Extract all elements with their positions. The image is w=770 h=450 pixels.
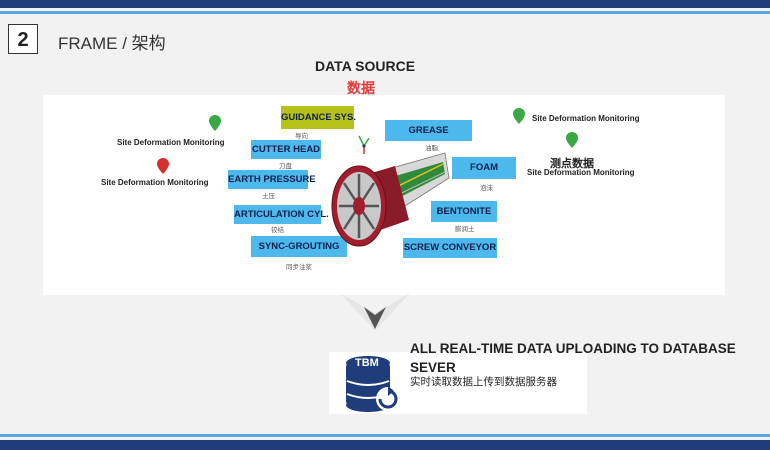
cutter-head-label: CUTTER HEAD [251,144,321,155]
grease-label: GREASE [408,125,449,136]
monitoring-label-left-bottom: Site Deformation Monitoring [101,178,209,187]
grease-box: GREASE [385,120,472,141]
data-source-subtitle: 数据 [347,80,375,96]
foam-sub: 泡沫 [480,185,493,192]
earth-pressure-label: EARTH PRESSURE [228,174,316,185]
guidance-box: GUIDANCE SYS. [281,106,356,129]
screw-conveyor-label: SCREW CONVEYOR [403,242,497,253]
green-pin-icon [209,115,221,131]
earth-pressure-sub: 土压 [262,193,275,200]
monitoring-label-left-top: Site Deformation Monitoring [117,138,225,147]
foam-box: FOAM [452,157,516,179]
section-number: 2 [8,24,38,54]
guidance-label: GUIDANCE SYS. [281,112,356,123]
upload-subtitle: 实时读取数据上传到数据服务器 [410,376,557,388]
data-source-title: DATA SOURCE [315,58,416,74]
monitoring-cn-label: 测点数据 [550,158,594,170]
articulation-box: ARTICULATION CYL. [234,205,329,224]
database-icon-label: TBM [355,357,379,369]
sync-grouting-label: SYNC-GROUTING [258,241,340,252]
articulation-label: ARTICULATION CYL. [234,209,329,220]
sync-grouting-box: SYNC-GROUTING [251,236,347,257]
section-title: FRAME / 架构 [58,34,166,53]
articulation-sub: 铰结 [271,227,284,234]
sync-grouting-sub: 同步注浆 [286,264,312,271]
top-bar-accent [0,11,770,14]
grease-sub: 油脂 [425,145,438,152]
monitoring-label-right-top: Site Deformation Monitoring [532,114,640,123]
cutter-head-sub: 刀盘 [279,163,292,170]
green-pin-icon [566,132,578,148]
red-pin-icon [157,158,169,174]
green-pin-icon [513,108,525,124]
cutter-head-box: CUTTER HEAD [251,140,321,159]
bottom-bar-accent [0,434,770,437]
top-bar [0,0,770,8]
upload-title: ALL REAL-TIME DATA UPLOADING TO DATABASE… [410,341,736,375]
guidance-target-icon [358,135,370,154]
bentonite-label: BENTONITE [436,206,492,217]
guidance-sub: 导向 [295,133,308,140]
earth-pressure-box: EARTH PRESSURE [228,170,316,189]
bentonite-box: BENTONITE [431,201,497,222]
monitoring-label-right-bottom: Site Deformation Monitoring [527,168,635,177]
bottom-bar [0,440,770,450]
tbm-machine-illustration [331,152,450,247]
foam-label: FOAM [470,162,498,173]
database-icon [346,356,400,412]
screw-conveyor-box: SCREW CONVEYOR [403,238,497,258]
down-arrow-icon [340,293,410,331]
bentonite-sub: 膨润土 [455,226,475,233]
